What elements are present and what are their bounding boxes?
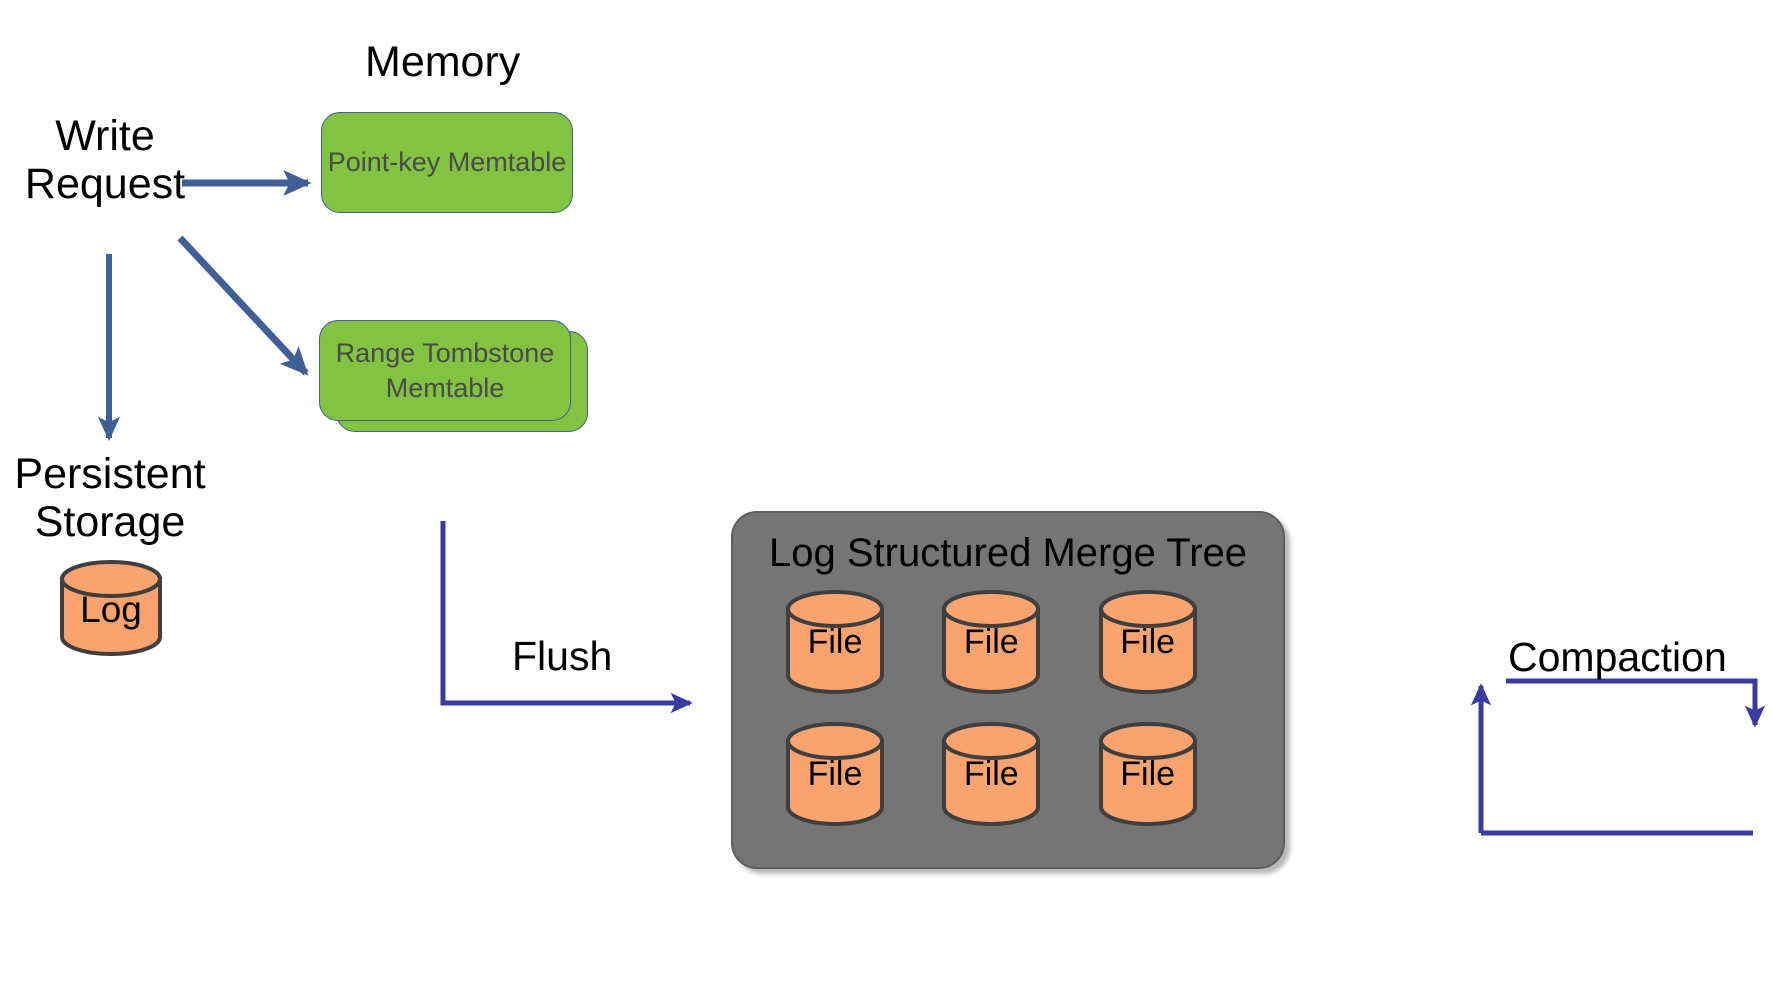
lsm-file-cylinder[interactable]: File: [785, 589, 885, 695]
compaction-edge-label: Compaction: [1508, 634, 1727, 680]
point-key-memtable-box[interactable]: Point-key Memtable: [321, 112, 573, 213]
file-cylinder-icon: [942, 590, 1041, 694]
lsm-file-cylinder[interactable]: File: [785, 721, 885, 827]
range-tombstone-memtable-box[interactable]: Range Tombstone Memtable: [319, 320, 571, 421]
range-tombstone-memtable-label: Range Tombstone Memtable: [335, 337, 555, 403]
flush-edge-label: Flush: [512, 633, 613, 679]
file-cylinder-icon: [786, 722, 884, 826]
persistent-storage-label: Persistent Storage: [14, 450, 206, 547]
lsm-file-label: File: [1120, 755, 1176, 793]
memory-section-title: Memory: [365, 38, 521, 86]
lsm-file-label: File: [807, 755, 863, 793]
lsm-file-cylinder[interactable]: File: [941, 589, 1041, 695]
log-structured-merge-tree-box[interactable]: Log Structured Merge Tree File File: [731, 511, 1285, 869]
file-cylinder-icon: [942, 722, 1041, 826]
lsm-file-cylinder[interactable]: File: [1098, 589, 1198, 695]
lsm-file-label: File: [963, 623, 1019, 661]
file-cylinder-icon: [1098, 722, 1197, 826]
lsm-file-grid: File File File: [785, 589, 1235, 827]
arrow-flush-to-lsm: [440, 521, 693, 714]
log-cylinder-label: Log: [80, 589, 142, 630]
file-cylinder-icon: [1098, 590, 1197, 694]
log-cylinder-icon: [60, 560, 162, 656]
lsm-file-cylinder[interactable]: File: [1098, 721, 1198, 827]
arrow-write-to-range-tombstone-memtable: [177, 235, 309, 376]
point-key-memtable-label: Point-key Memtable: [327, 147, 567, 178]
log-structured-merge-tree-title: Log Structured Merge Tree: [768, 531, 1248, 575]
arrow-compaction-loop: [1470, 678, 1766, 836]
lsm-file-label: File: [1120, 623, 1176, 661]
lsm-file-label: File: [807, 623, 863, 661]
file-cylinder-icon: [786, 590, 884, 694]
lsm-file-cylinder[interactable]: File: [941, 721, 1041, 827]
lsm-file-label: File: [963, 755, 1019, 793]
write-request-label: Write Request: [24, 112, 186, 209]
log-cylinder[interactable]: Log: [59, 560, 163, 656]
